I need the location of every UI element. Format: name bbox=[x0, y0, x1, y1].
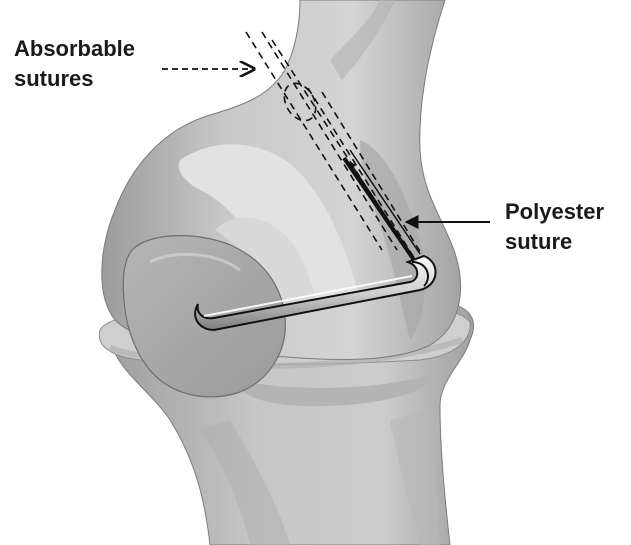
absorbable-sutures-label: Absorbable sutures bbox=[14, 34, 135, 94]
absorbable-label-line2: sutures bbox=[14, 64, 135, 94]
polyester-label-line1: Polyester bbox=[505, 197, 604, 227]
absorbable-label-line1: Absorbable bbox=[14, 34, 135, 64]
polyester-label-line2: suture bbox=[505, 227, 604, 257]
polyester-suture-label: Polyester suture bbox=[505, 197, 604, 257]
